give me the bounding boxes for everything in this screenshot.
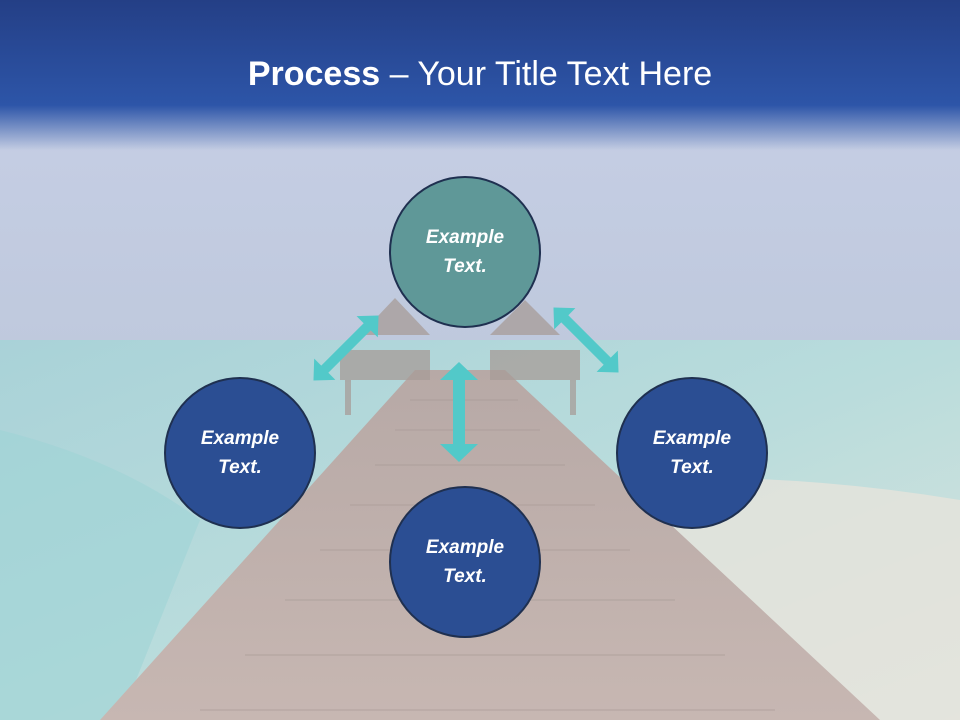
arrow-top-left: [313, 315, 379, 381]
title-rest: – Your Title Text Here: [380, 55, 713, 93]
slide-title: Process – Your Title Text Here: [0, 52, 960, 96]
node-left-text: Example Text.: [200, 428, 280, 478]
node-right: Example Text.: [616, 377, 768, 529]
title-bold: Process: [247, 55, 381, 93]
node-bottom: Example Text.: [389, 486, 541, 638]
node-top-text: Example Text.: [425, 227, 505, 277]
arrow-top-right: [553, 307, 619, 373]
node-left: Example Text.: [164, 377, 316, 529]
node-bottom-text: Example Text.: [425, 537, 505, 587]
node-right-text: Example Text.: [652, 428, 732, 478]
title-bar: [0, 0, 960, 150]
node-top: Example Text.: [389, 176, 541, 328]
arrow-vertical: [440, 362, 478, 462]
